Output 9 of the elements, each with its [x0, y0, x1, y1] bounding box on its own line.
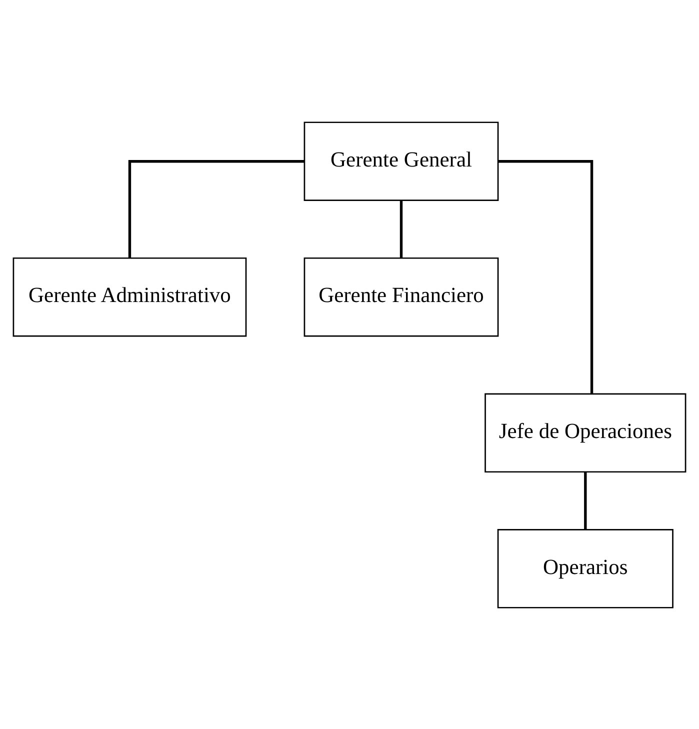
- node-box: Operarios: [497, 528, 674, 608]
- node-box: Gerente Administrativo: [12, 256, 247, 336]
- node-box: Jefe de Operaciones: [484, 392, 686, 472]
- node-box: Gerente General: [304, 121, 499, 201]
- connector: [498, 160, 594, 393]
- node-box: Gerente Financiero: [304, 256, 499, 336]
- connector: [400, 200, 403, 258]
- connector: [128, 160, 304, 258]
- connector: [584, 472, 587, 529]
